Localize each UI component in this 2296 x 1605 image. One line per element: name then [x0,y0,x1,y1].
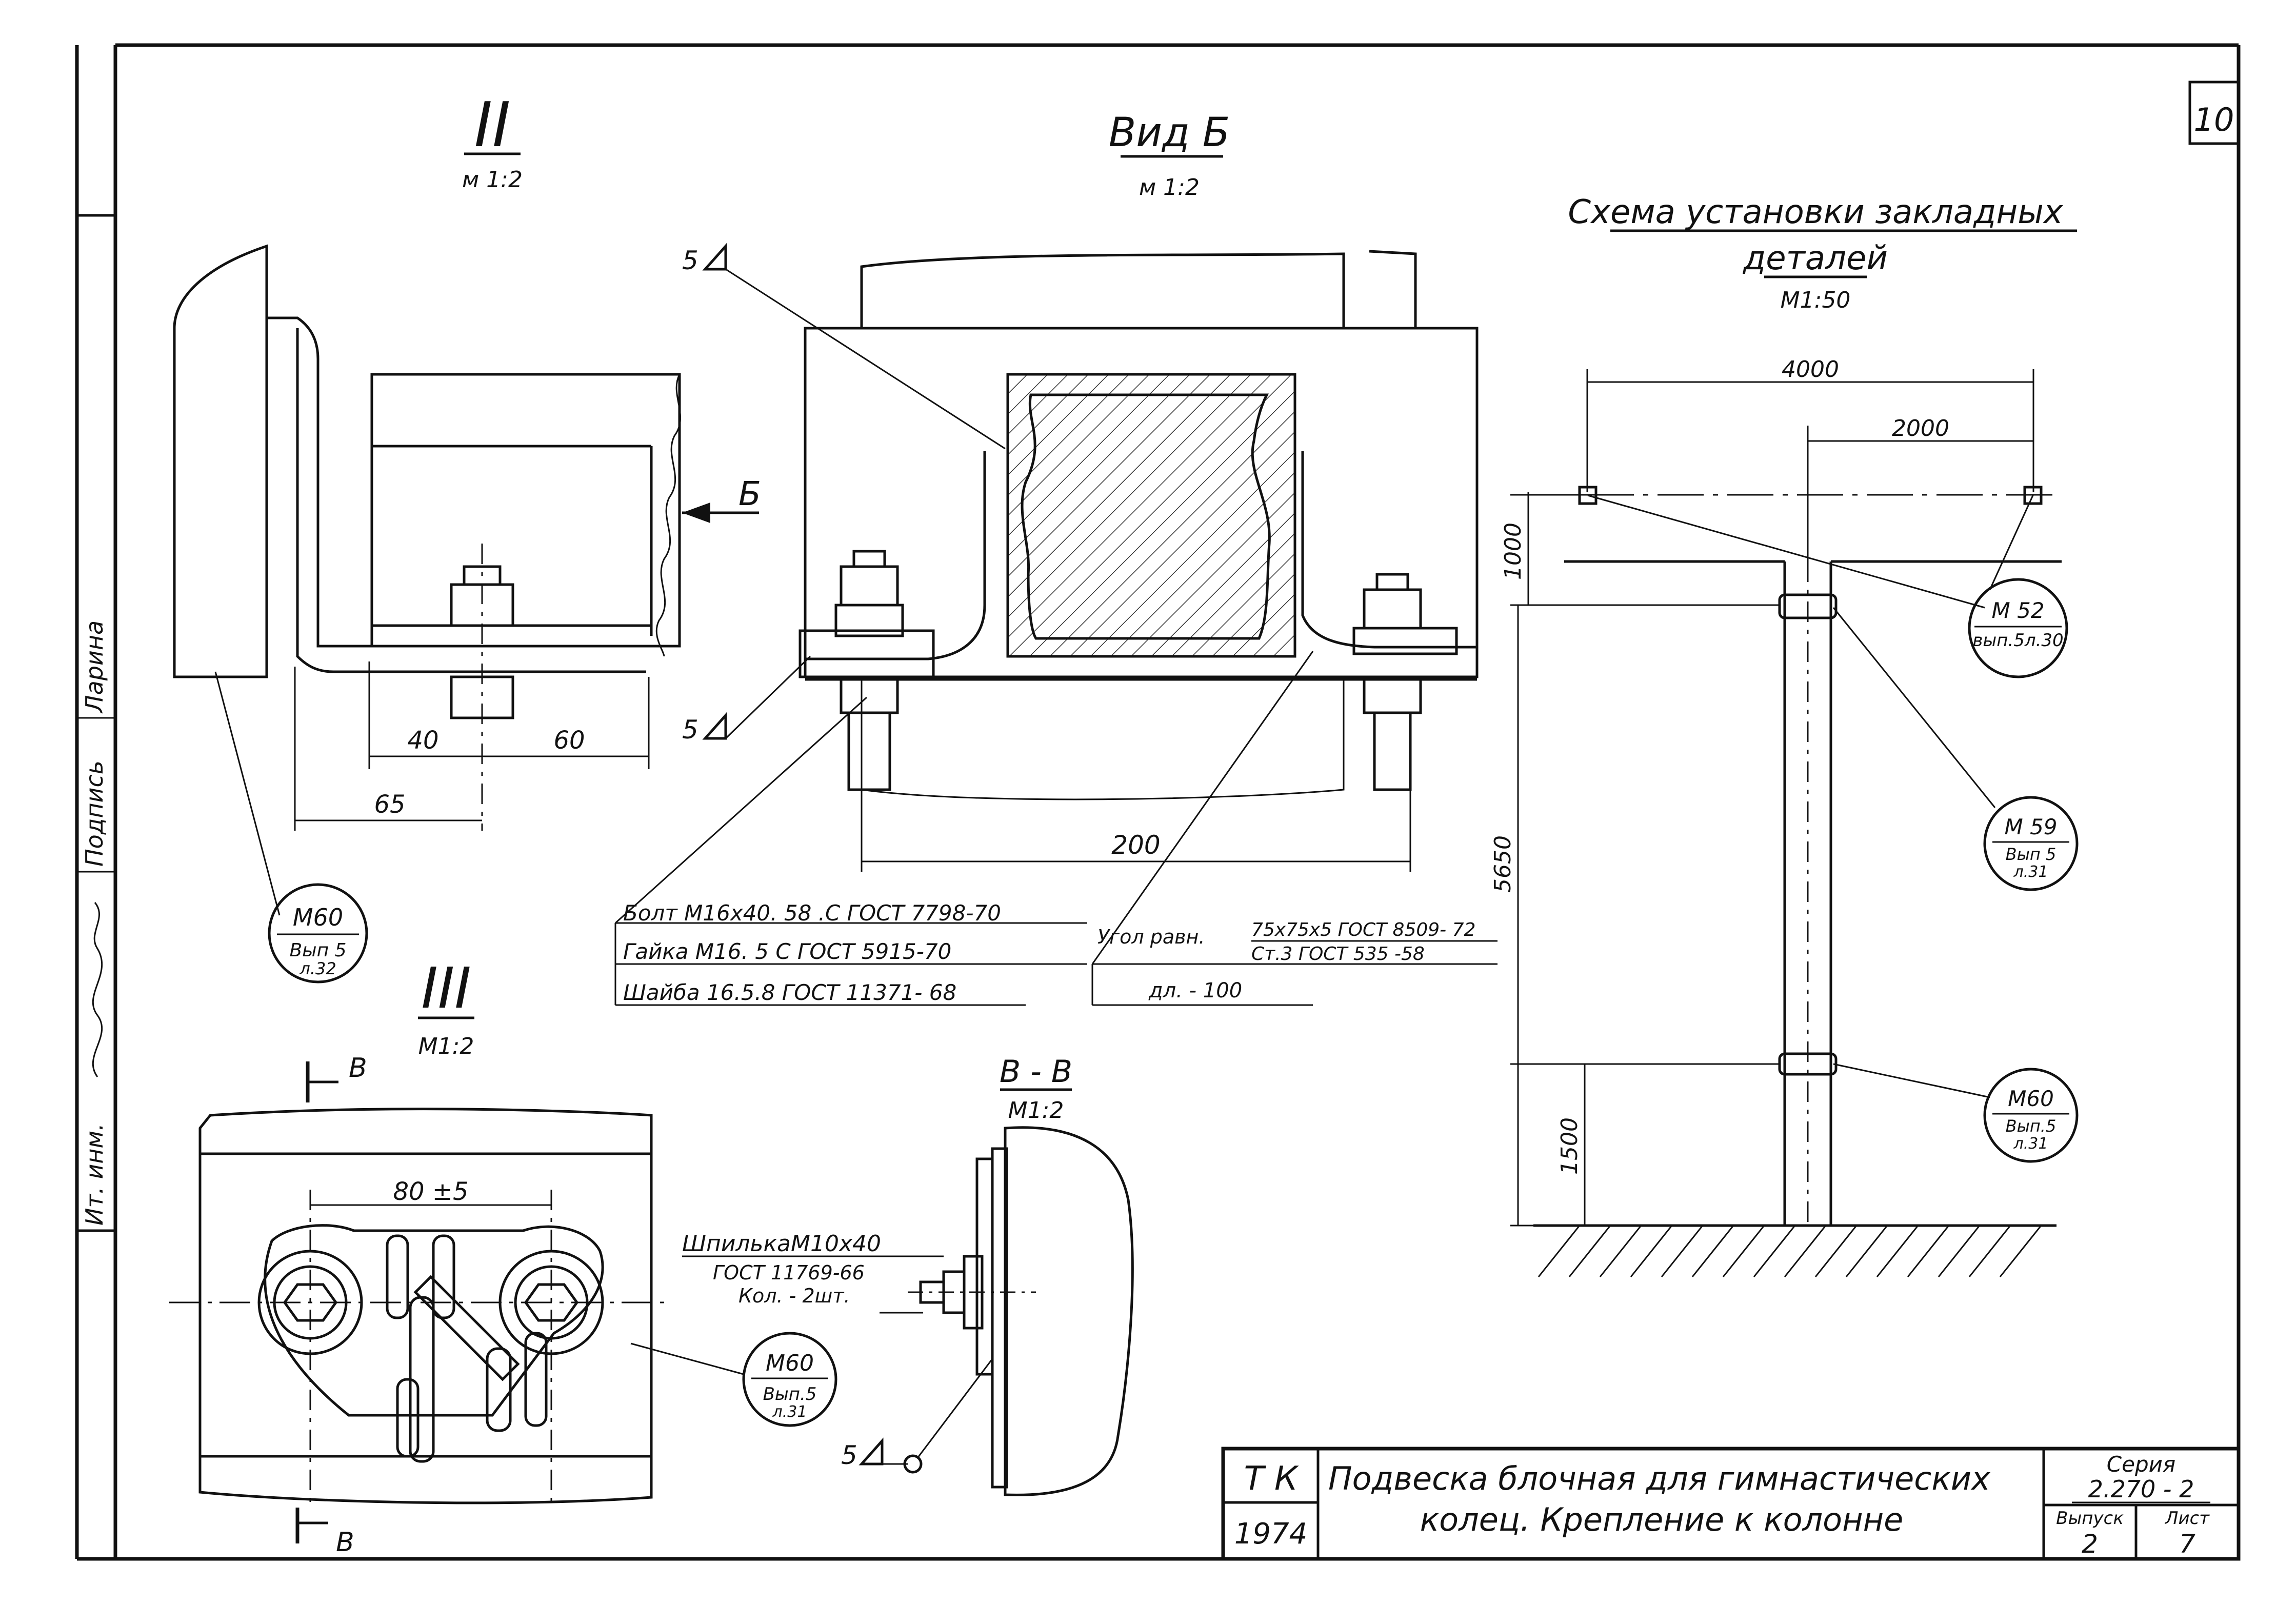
spec-bolt: Болт М16х40. 58 .С ГОСТ 7798-70 [623,900,1001,926]
callout-m60-c-line3: л.31 [2013,1135,2048,1153]
dim-5650: 5650 [1490,835,1516,893]
stud-line1: ШпилькаМ10х40 [682,1231,881,1257]
callout-m60-a: М60 Вып 5 л.32 [268,883,368,984]
spec-angle-a: Угол равн. [1097,926,1205,948]
callout-m60-b-line2: Вып.5 [763,1384,817,1405]
callout-m59-mark: М 59 [2004,814,2057,839]
stamp-sig-label: Подпись [81,760,108,867]
section-3-title: III [421,955,471,1021]
dim-4000: 4000 [1782,356,1839,383]
dim-1000: 1000 [1500,523,1526,580]
view-b-title: Вид Б [1109,110,1230,156]
spec-angle-b: 75х75х5 ГОСТ 8509- 72 [1251,919,1475,940]
scheme-scale: М1:50 [1781,287,1851,313]
spec-nut: Гайка М16. 5 С ГОСТ 5915-70 [623,939,951,964]
callout-m60-c-line2: Вып.5 [2006,1116,2057,1136]
section-2-title: II [474,90,511,161]
section-3-dim-80: 80 ±5 [393,1177,468,1206]
callout-m52-mark: М 52 [1991,598,2044,623]
callout-m60-c: М60 Вып.5 л.31 [1983,1068,2079,1163]
dim-1500: 1500 [1556,1117,1583,1175]
view-b-dim-200: 200 [1111,830,1160,860]
title-block-year: 1974 [1234,1517,1308,1551]
title-block-sheet-value: 7 [2179,1529,2195,1559]
view-b-weld-top: 5 [682,246,698,275]
stud-line2: ГОСТ 11769-66 [713,1261,865,1284]
callout-m60-a-mark: М60 [293,904,343,931]
title-block-title-line2: колец. Крепление к колонне [1420,1501,1904,1538]
view-b-scale: м 1:2 [1139,174,1200,200]
callout-m59-line3: л.31 [2013,863,2048,881]
stamp-inv-label: Ит. инм. [81,1123,108,1226]
callout-m60-b-mark: М60 [766,1350,814,1376]
title-block-issue-label: Выпуск [2056,1508,2124,1529]
spec-washer: Шайба 16.5.8 ГОСТ 11371- 68 [623,980,956,1005]
title-block-issue-value: 2 [2082,1529,2098,1559]
cut-label-bottom: В [336,1527,354,1558]
section-2-arrow-label: Б [738,475,761,513]
title-block-series-value: 2.270 - 2 [2088,1475,2194,1503]
sheet-number-box: 10 [2188,81,2240,145]
callout-m59-line2: Вып 5 [2006,845,2057,864]
callout-m60-b-line3: л.31 [772,1403,807,1421]
callout-m59: М 59 Вып 5 л.31 [1983,796,2079,891]
callout-m60-a-line2: Вып 5 [289,940,346,961]
title-block-series-label: Серия [2107,1452,2175,1477]
dim-40: 40 [407,726,438,755]
section-3-scale: М1:2 [418,1033,474,1059]
callout-m52: М 52 вып.5л.30 [1968,578,2068,678]
spec-angle-d: дл. - 100 [1148,979,1242,1002]
dim-60: 60 [553,726,585,755]
section-bb: В - В М1:2 ШпилькаМ10х40 ГОСТ 11769-66 К… [682,1054,1134,1496]
callout-m60-a-line3: л.32 [299,959,336,978]
view-b-specs-left: Болт М16х40. 58 .С ГОСТ 7798-70 Гайка М1… [614,900,1087,1006]
scheme-title-line2: деталей [1743,239,1888,277]
title-block-title-line1: Подвеска блочная для гимнастических [1328,1460,1991,1497]
scheme-title-line1: Схема установки закладных [1568,193,2063,231]
view-b: Вид Б м 1:2 5 5 [614,110,1498,1006]
spec-angle-c: Ст.3 ГОСТ 535 -58 [1251,944,1425,965]
callout-m60-b: М60 Вып.5 л.31 [742,1332,837,1427]
title-block-org: Т К [1244,1460,1299,1498]
stud-line3: Кол. - 2шт. [738,1285,850,1307]
section-bb-scale: М1:2 [1008,1097,1064,1124]
installation-scheme: Схема установки закладных деталей М1:50 … [1490,193,2077,1277]
section-2-scale: м 1:2 [462,167,523,193]
view-b-weld-bottom: 5 [682,715,698,745]
view-b-specs-right: Угол равн. 75х75х5 ГОСТ 8509- 72 Ст.3 ГО… [1091,919,1498,1006]
sheet-number: 10 [2194,101,2234,138]
dim-2000: 2000 [1892,415,1949,442]
stamp-signature [92,902,103,1077]
title-block-sheet-label: Лист [2164,1508,2210,1529]
title-block: Т К 1974 Подвеска блочная для гимнастиче… [1221,1447,2241,1561]
stamp-name: Ларина [81,620,108,714]
section-3: III М1:2 В В 80 ± [169,955,744,1558]
dim-65: 65 [374,790,405,819]
section-bb-title: В - В [1000,1054,1072,1090]
section-bb-weld: 5 [841,1440,857,1470]
callout-m60-c-mark: М60 [2008,1086,2054,1111]
margin-stamp: Ит. инм. Подпись Ларина [75,214,117,1232]
cut-label-top: В [349,1053,367,1084]
section-2: II м 1:2 Б 40 60 65 [173,90,761,916]
callout-m52-line2: вып.5л.30 [1972,630,2063,651]
